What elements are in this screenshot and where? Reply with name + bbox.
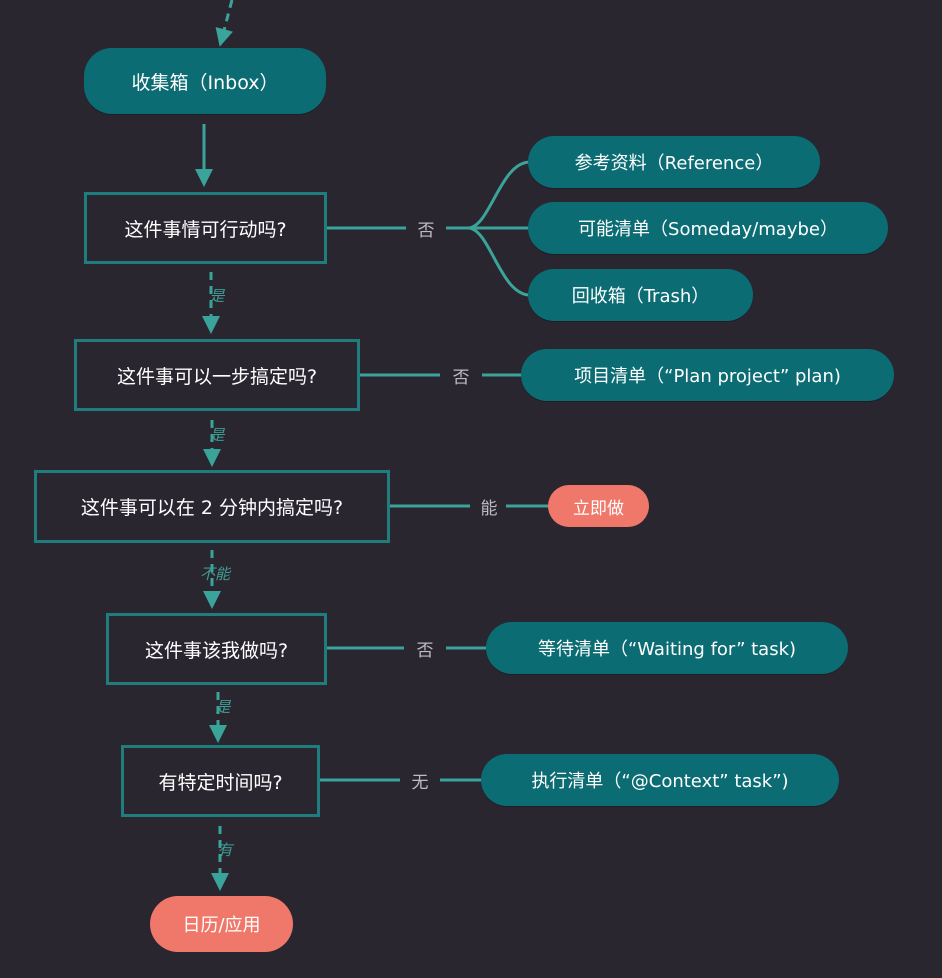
- label-cannot: 不能: [199, 565, 230, 583]
- label-can: 能: [480, 499, 498, 519]
- label-yes-2: 是: [209, 426, 225, 444]
- question-my-task: 这件事该我做吗?: [106, 613, 327, 685]
- question-two-minutes: 这件事可以在 2 分钟内搞定吗?: [34, 470, 390, 543]
- trash-node: 回收箱（Trash）: [528, 269, 753, 321]
- question-one-step: 这件事可以一步搞定吗?: [74, 339, 360, 411]
- question-actionable: 这件事情可行动吗?: [84, 192, 327, 264]
- label-no-actionable: 否: [417, 221, 435, 241]
- branch-trash: [467, 226, 531, 297]
- label-no-my-task: 否: [416, 641, 434, 661]
- arrow-incoming: [215, 0, 234, 47]
- label-no-one-step: 否: [452, 368, 470, 388]
- someday-node: 可能清单（Someday/maybe）: [528, 202, 888, 254]
- label-none: 无: [411, 773, 429, 793]
- label-has: 有: [217, 841, 233, 859]
- context-node: 执行清单（“@Context” task”): [481, 754, 839, 806]
- reference-node: 参考资料（Reference）: [528, 136, 820, 188]
- project-node: 项目清单（“Plan project” plan): [521, 349, 894, 401]
- inbox-node: 收集箱（Inbox）: [84, 48, 326, 114]
- do-now-node: 立即做: [548, 485, 649, 527]
- calendar-node: 日历/应用: [150, 896, 293, 952]
- question-specific-time: 有特定时间吗?: [121, 745, 320, 817]
- label-yes-4: 是: [215, 698, 231, 716]
- waiting-node: 等待清单（“Waiting for” task): [486, 622, 848, 674]
- branch-reference: [467, 160, 531, 230]
- label-yes-1: 是: [209, 287, 225, 305]
